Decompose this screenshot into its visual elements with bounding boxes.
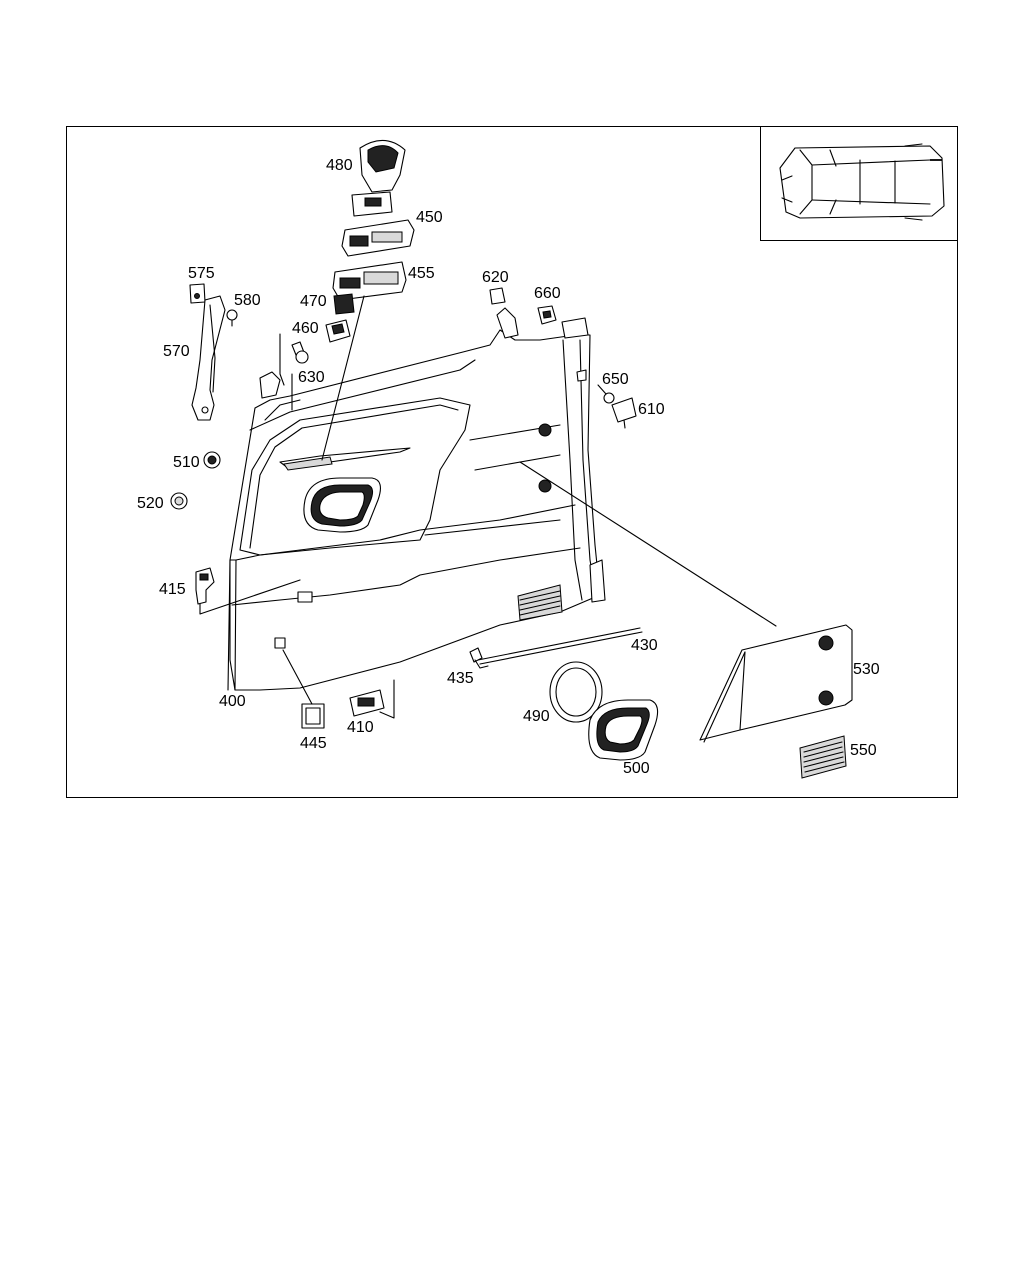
part-455-trim-bezel (332, 261, 407, 301)
part-660-clip (537, 305, 557, 325)
label-450: 450 (416, 209, 443, 226)
part-510-grommet (203, 451, 221, 469)
diagram-frame (66, 126, 958, 798)
part-620-clip (489, 287, 506, 305)
part-520-grommet (170, 492, 188, 510)
part-550-grille (799, 735, 847, 779)
part-435-link (469, 647, 489, 669)
part-490-ring (549, 661, 603, 723)
label-430: 430 (631, 637, 658, 654)
label-575: 575 (188, 265, 215, 282)
part-470-switch (333, 293, 355, 315)
part-575-clip (189, 283, 206, 304)
part-630-clip (291, 341, 309, 364)
part-415-latch (195, 567, 215, 605)
part-480-cup-holder (351, 139, 406, 217)
label-530: 530 (853, 661, 880, 678)
part-410-switch (349, 689, 385, 717)
label-580: 580 (234, 292, 261, 309)
label-410: 410 (347, 719, 374, 736)
label-630: 630 (298, 369, 325, 386)
label-470: 470 (300, 293, 327, 310)
part-580-screw (226, 309, 238, 327)
part-450-switch-panel (341, 219, 415, 257)
label-500: 500 (623, 760, 650, 777)
part-460-switch (325, 319, 351, 343)
label-415: 415 (159, 581, 186, 598)
label-460: 460 (292, 320, 319, 337)
label-510: 510 (173, 454, 200, 471)
label-650: 650 (602, 371, 629, 388)
label-550: 550 (850, 742, 877, 759)
part-570-bracket (191, 295, 226, 421)
label-620: 620 (482, 269, 509, 286)
part-430-rod (477, 627, 643, 665)
vehicle-top-view-icon (779, 143, 945, 221)
label-570: 570 (163, 343, 190, 360)
label-435: 435 (447, 670, 474, 687)
part-500-handle-bezel (588, 699, 659, 761)
label-445: 445 (300, 735, 327, 752)
label-490: 490 (523, 708, 550, 725)
part-445-cover (301, 703, 325, 729)
label-520: 520 (137, 495, 164, 512)
label-660: 660 (534, 285, 561, 302)
part-650-screw (597, 384, 615, 404)
label-480: 480 (326, 157, 353, 174)
label-400: 400 (219, 693, 246, 710)
part-610-cover (611, 397, 637, 429)
label-610: 610 (638, 401, 665, 418)
vehicle-location-inset (760, 126, 958, 241)
part-530-side-panel (699, 624, 853, 743)
label-455: 455 (408, 265, 435, 282)
part-labels: 480 450 455 575 580 470 460 570 630 620 … (137, 157, 880, 777)
leader-lines (199, 295, 777, 719)
side-trim-panel (227, 307, 606, 691)
